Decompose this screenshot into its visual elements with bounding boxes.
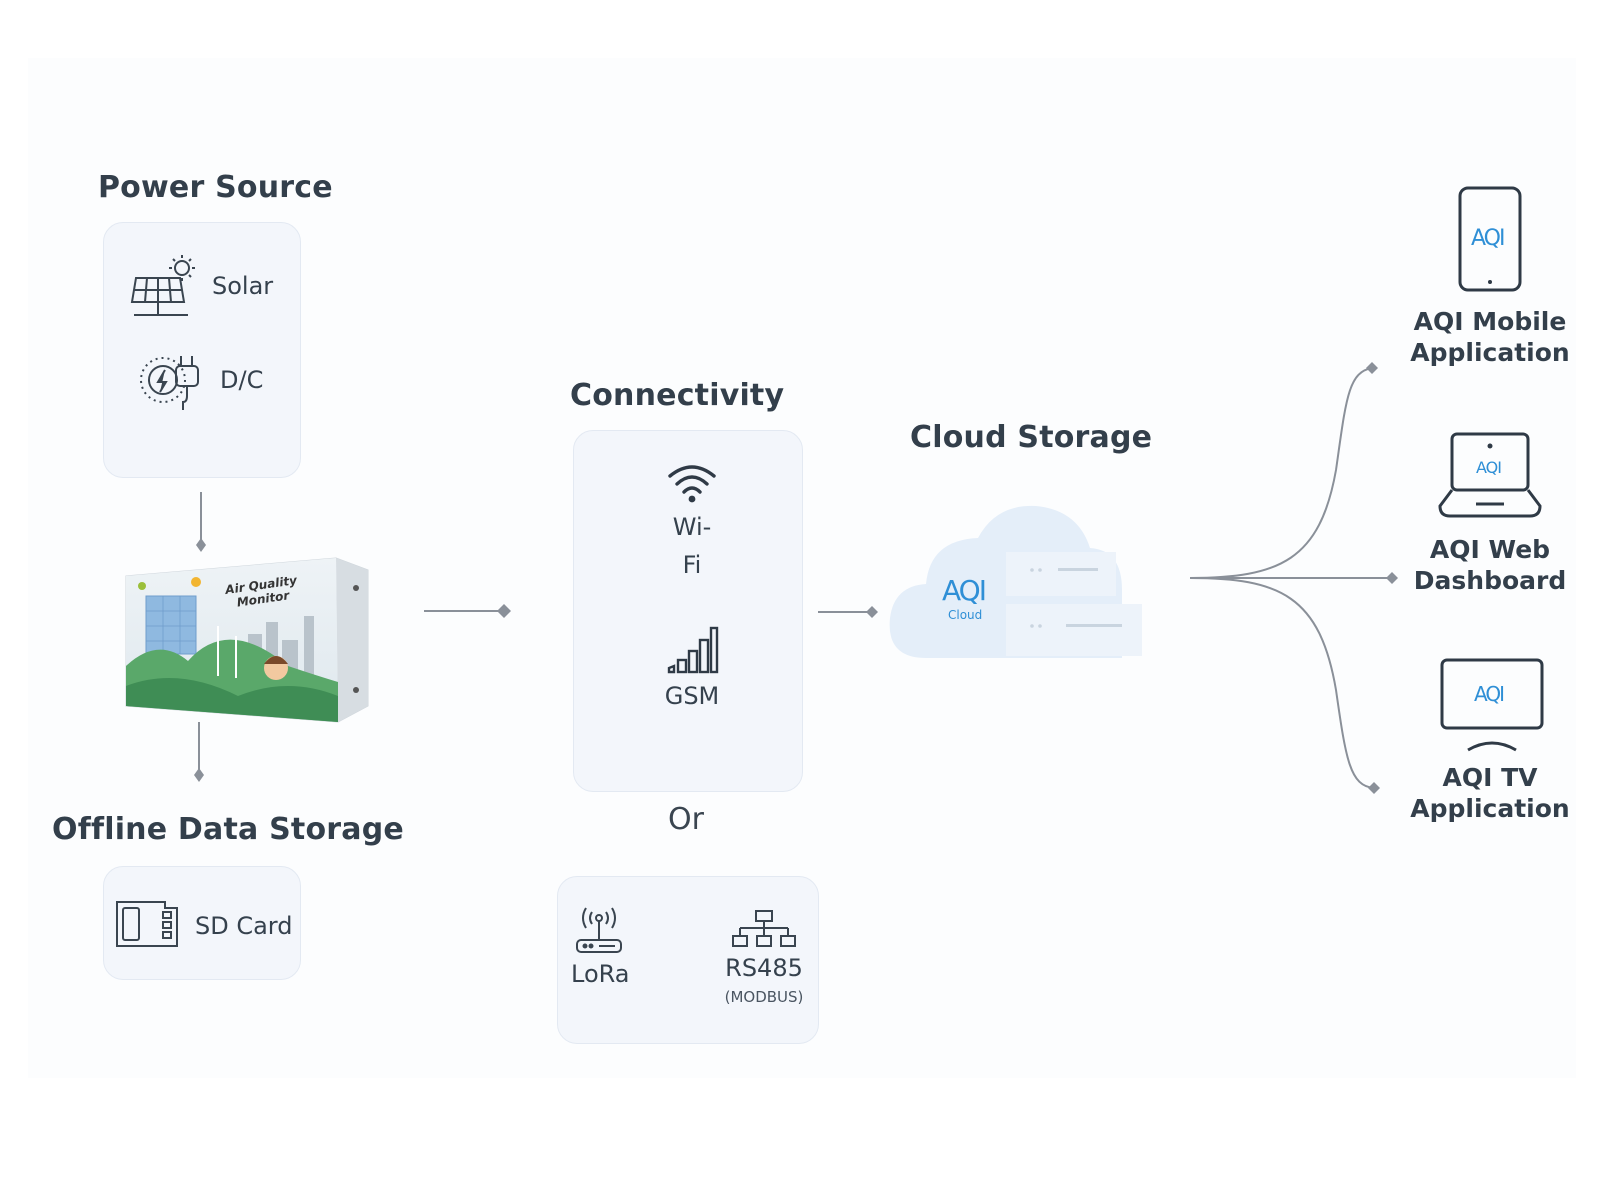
power-source-title: Power Source [98, 170, 333, 205]
output-web-label: AQI Web Dashboard [1410, 534, 1570, 596]
wifi-label: Wi- Fi [648, 508, 736, 584]
laptop-icon [1438, 432, 1542, 518]
power-source-box [103, 222, 301, 478]
solar-panel-icon [130, 255, 195, 316]
alternative-connectivity-box [557, 876, 819, 1044]
rs485-label: RS485 [725, 954, 803, 982]
connectivity-title: Connectivity [570, 378, 785, 413]
gsm-label: GSM [664, 682, 720, 710]
output-mobile-line1: AQI Mobile [1413, 307, 1567, 336]
wifi-label-line2: Fi [682, 551, 702, 579]
cloud-storage-title: Cloud Storage [910, 420, 1153, 455]
power-source-solar-label: Solar [212, 272, 274, 300]
or-separator: Or [668, 802, 704, 837]
dc-plug-icon [140, 356, 199, 410]
power-source-dc-label: D/C [220, 366, 264, 394]
sd-card-icon [116, 901, 178, 947]
air-quality-monitor-device [125, 557, 369, 723]
web-aqi-logo: AQI [1476, 458, 1502, 477]
wifi-label-line1: Wi- [672, 513, 712, 541]
output-mobile-line2: Application [1410, 338, 1570, 367]
output-web-line2: Dashboard [1413, 566, 1567, 595]
lora-label: LoRa [571, 960, 630, 988]
output-tv-line2: Application [1410, 794, 1570, 823]
sd-card-label: SD Card [195, 912, 293, 940]
offline-storage-title: Offline Data Storage [52, 812, 404, 847]
rs485-sublabel: (MODBUS) [724, 988, 804, 1006]
output-tv-line1: AQI TV [1442, 763, 1538, 792]
cloud-server-icon [889, 505, 1142, 658]
cloud-aqi-logo: AQI [942, 574, 987, 607]
network-tree-icon [732, 910, 796, 947]
output-web-line1: AQI Web [1429, 535, 1551, 564]
wifi-icon [668, 465, 716, 503]
tv-icon [1440, 658, 1544, 752]
signal-bars-icon [667, 626, 719, 674]
lora-router-icon [576, 907, 622, 953]
tv-aqi-logo: AQI [1474, 682, 1505, 706]
output-tv-label: AQI TV Application [1410, 762, 1570, 824]
cloud-aqi-logo-sub: Cloud [948, 608, 983, 622]
mobile-aqi-logo: AQI [1471, 226, 1505, 251]
offline-storage-box [103, 866, 301, 980]
output-mobile-label: AQI Mobile Application [1410, 306, 1570, 368]
mobile-phone-icon [1458, 186, 1522, 292]
